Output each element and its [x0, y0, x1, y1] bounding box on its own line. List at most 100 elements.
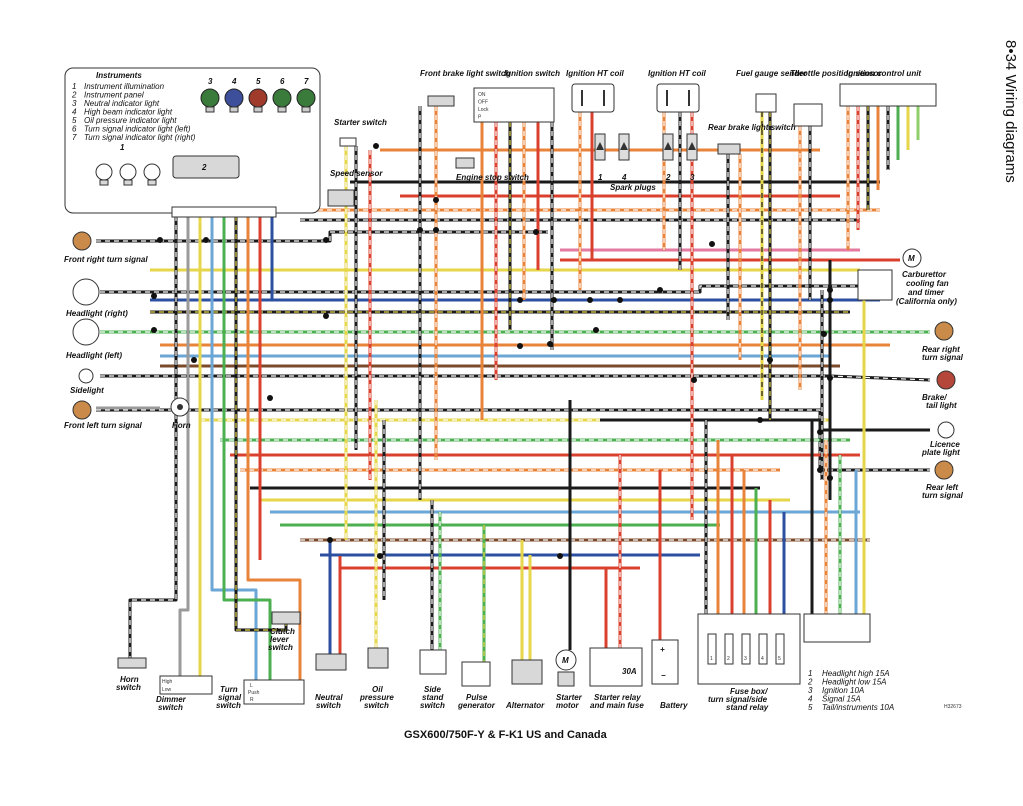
junction-dot [203, 237, 209, 243]
bulb-base [205, 106, 215, 113]
neutral-switch: Neutral switch [315, 653, 347, 710]
fuse [707, 633, 717, 665]
main-fuse-rating: 30A [622, 667, 637, 676]
junction-dot [533, 229, 539, 235]
junction-dot [323, 237, 329, 243]
neutral-label: Neutral [315, 693, 343, 702]
starter-relay: 30A Starter relay and main fuse [589, 647, 644, 710]
battery-label: Battery [660, 701, 688, 710]
illumination-number: 1 [120, 143, 125, 152]
legend-text: Neutral indicator light [84, 99, 160, 108]
junction-dot [691, 377, 697, 383]
legend-number: 4 [72, 108, 77, 117]
junction-dots [151, 143, 833, 559]
headlight-left: Headlight (left) [66, 318, 122, 360]
dimmer-low: Low [162, 687, 172, 693]
junction-dot [151, 327, 157, 333]
rear-left-turn-signal: Rear left turn signal [922, 460, 964, 500]
licence-plate-light: Licence plate light [921, 421, 960, 457]
junction-dot [821, 331, 827, 337]
junction-dot [417, 227, 423, 233]
spark-plug-number: 3 [690, 173, 695, 182]
diagram-caption: GSX600/750F-Y & F-K1 US and Canada [404, 729, 608, 741]
starter-relay-label: Starter relay [594, 693, 641, 702]
horn-label: Horn [172, 421, 191, 430]
black-wire [600, 418, 930, 432]
junction-dot [157, 237, 163, 243]
fuse-number: 2 [727, 656, 730, 662]
sidestand-label: Side [424, 685, 441, 694]
junction-dot [827, 287, 833, 293]
junction-dot [517, 343, 523, 349]
headlight-left-label: Headlight (left) [66, 351, 122, 360]
bulb-number: 5 [256, 77, 261, 86]
spark-plug-number: 4 [621, 173, 627, 182]
starter-motor-symbol: M [562, 656, 569, 665]
battery-minus: − [661, 671, 666, 680]
speed-sensor: Speed sensor [327, 169, 383, 207]
bulb-base [229, 106, 239, 113]
alternator: Alternator [505, 659, 545, 710]
legend-text: Turn signal indicator light (right) [84, 133, 196, 142]
turn-signal-switch: L Push R Turn signal switch [216, 679, 305, 710]
bulb-number: 7 [304, 77, 309, 86]
fuse-number: 5 [778, 656, 781, 662]
fuse [775, 633, 785, 665]
black-wire [100, 284, 860, 294]
clutch-label-2: lever [270, 635, 290, 644]
engine-stop-label: Engine stop switch [456, 173, 529, 182]
pulse-label-2: generator [457, 701, 496, 710]
rear-brake-switch-label: Rear brake light switch [708, 123, 796, 132]
flts-label: Front left turn signal [64, 421, 143, 430]
bulb-base [253, 106, 263, 113]
fan-motor-symbol: M [908, 254, 915, 263]
black-wire [96, 230, 548, 243]
bulb-number: 6 [280, 77, 285, 86]
licence-label-2: plate light [921, 448, 960, 457]
fan-label-4: (California only) [896, 297, 957, 306]
white-tracer [330, 409, 930, 471]
legend-number: 1 [72, 82, 76, 91]
rlts-label: Rear left [926, 483, 958, 492]
spark-plugs-label: Spark plugs [610, 183, 656, 192]
legend-number: 5 [72, 116, 77, 125]
front-brake-switch-label: Front brake light switch [420, 69, 510, 78]
junction-dot [151, 293, 157, 299]
fuse-legend-text: Tail/instruments 10A [822, 703, 894, 712]
frts-label: Front right turn signal [64, 255, 148, 264]
fuse-legend-number: 1 [808, 669, 812, 678]
lightblue-wire [210, 216, 258, 680]
fan-label-1: Carburettor [902, 270, 947, 279]
oil-label-2: pressure [359, 693, 394, 702]
horn-switch: Horn switch [116, 657, 147, 692]
spark-plug-tip [596, 142, 604, 150]
oil-label: Oil [372, 685, 383, 694]
indicator-bulb [200, 88, 220, 108]
junction-dot [557, 553, 563, 559]
legend-number: 7 [72, 133, 77, 142]
junction-dot [327, 537, 333, 543]
green-wire [222, 216, 272, 680]
junction-dot [547, 341, 553, 347]
fusebox-label: Fuse box/ [730, 687, 768, 696]
ignition-ht-coil-2: Ignition HT coil [648, 69, 707, 113]
grey-wire [178, 216, 190, 676]
page-ref: 8•34 Wiring diagrams [1002, 40, 1019, 183]
rrts-label-2: turn signal [922, 353, 964, 362]
brake-tail-label-2: tail light [926, 401, 957, 410]
legend-text: Oil pressure indicator light [84, 116, 177, 125]
starter-switch: Starter switch [334, 118, 387, 147]
junction-dot [757, 417, 763, 423]
bulb-base [301, 106, 311, 113]
indicator-bulb [248, 88, 268, 108]
bulb-number: 3 [208, 77, 213, 86]
ts-label-3: switch [216, 701, 241, 710]
ignition-control-unit: Ignition control unit [839, 69, 937, 107]
starter-motor-label: Starter [556, 693, 583, 702]
junction-dot [593, 327, 599, 333]
pulse-generator: Pulse generator [457, 661, 496, 710]
spark-plug-tip [664, 142, 672, 150]
sidelight: Sidelight [70, 368, 104, 395]
oil-pressure-switch: Oil pressure switch [359, 647, 394, 710]
